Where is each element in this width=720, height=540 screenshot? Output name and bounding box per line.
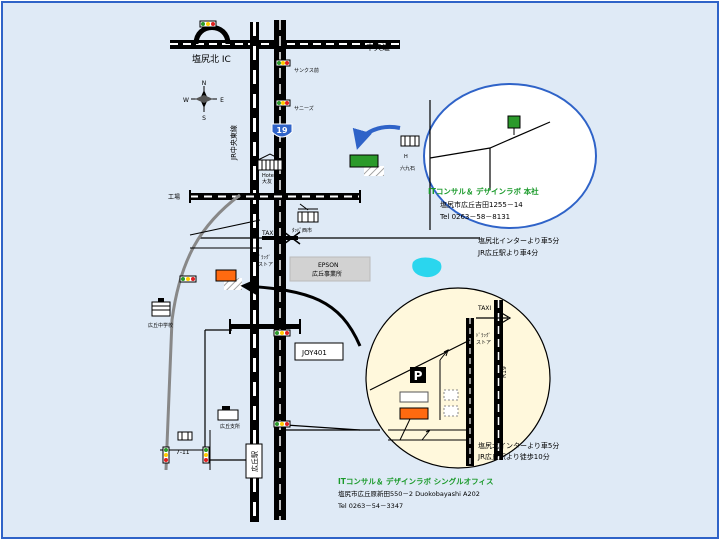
- post-office-label: ﾀｯﾊﾟ西市: [292, 227, 312, 234]
- school-label: 広丘中学校: [148, 322, 173, 329]
- cross-road-lower: [229, 319, 301, 334]
- taxi-detail-label: TAXI: [477, 305, 491, 312]
- taxi-label: TAXI: [261, 230, 275, 237]
- traffic-light-icon: [199, 20, 217, 28]
- traffic-light-icon: [275, 99, 291, 107]
- single-office-address: 塩尻市広丘原新田550－2 Duokobayashi A202: [338, 489, 480, 498]
- route-small-label-detail: R19: [501, 366, 508, 378]
- drugstore-label-2: ストア: [258, 262, 273, 268]
- compass-south: S: [202, 115, 206, 122]
- zoom-arrow-icon: [352, 125, 401, 150]
- hotel-icon: [257, 153, 283, 171]
- hotel-label-2: 大友: [262, 178, 272, 185]
- station-label: 広丘駅: [250, 451, 259, 472]
- traffic-light-icon: [179, 275, 197, 283]
- hq-building-icon: [349, 154, 379, 168]
- landmark-sunkus: サンクス前: [294, 67, 319, 74]
- hq-direction-line-2: JR広丘駅より車4分: [477, 248, 538, 257]
- route-small-label-main: R19: [280, 256, 288, 270]
- landmark-seven: サニーズ: [294, 105, 314, 112]
- traffic-light-icon: [273, 329, 291, 337]
- crossing-icon: [283, 231, 301, 245]
- single-direction-line-1: 塩尻北インターより車5分: [478, 441, 559, 450]
- single-office-tel: Tel 0263－54－3347: [337, 502, 403, 510]
- hq-tel: Tel 0263－58－8131: [439, 213, 510, 221]
- inset-pointer-arrow-icon: [240, 277, 362, 347]
- parking-label: P: [414, 369, 423, 383]
- joy-box: [294, 342, 344, 361]
- hotel-small-icon: [400, 135, 420, 147]
- convenience-store-icon: [177, 431, 193, 441]
- compass-north: N: [202, 80, 207, 87]
- east-west-dashed-road: [189, 190, 361, 203]
- station-hall-icon: [217, 406, 239, 421]
- compass-east: E: [220, 97, 224, 104]
- traffic-light-icon: [162, 446, 170, 464]
- school-icon: [151, 298, 171, 317]
- jr-railway: [250, 22, 259, 522]
- factory-label: 工場: [168, 193, 180, 201]
- route-19-shield-icon: 19: [271, 123, 293, 138]
- epson-label: EPSON: [318, 262, 338, 269]
- single-office-name: ITコンサル＆ デザインラボ シングルオフィス: [338, 476, 493, 486]
- station-hall-label: 広丘支所: [220, 423, 240, 430]
- single-office-marker: [215, 269, 237, 282]
- post-office-icon: [297, 208, 319, 223]
- route-shield-label: 19: [276, 126, 288, 135]
- hq-area-marker: H: [404, 154, 408, 160]
- hq-inset: [423, 83, 597, 230]
- interchange-label: 塩尻北 IC: [192, 53, 231, 65]
- pond-shape: [412, 257, 442, 278]
- drugstore-detail-label: ﾄﾞﾗｯｸﾞ: [476, 332, 491, 339]
- epson-building: [289, 256, 371, 282]
- highway-label: 中央道: [366, 42, 390, 52]
- hq-name: ITコンサル＆ デザインラボ 本社: [428, 186, 539, 196]
- hq-building-shadow: [364, 166, 384, 176]
- jr-line-label: JR中央東線: [229, 125, 238, 161]
- traffic-light-icon: [202, 446, 210, 464]
- hotel-label: Hotel: [262, 173, 275, 179]
- drugstore-detail-label-2: ストア: [476, 340, 491, 346]
- hq-area-label: 六九石: [400, 165, 415, 172]
- joy-label: JOY401: [301, 349, 327, 357]
- compass-icon: N S E W: [183, 80, 224, 122]
- hq-direction-line-1: 塩尻北インターより車5分: [478, 236, 559, 245]
- traffic-light-icon: [275, 59, 291, 67]
- convenience-label: 7-11: [176, 449, 190, 456]
- epson-label-2: 広丘事業所: [312, 270, 342, 278]
- traffic-light-icon: [273, 420, 291, 428]
- compass-west: W: [183, 97, 189, 104]
- drugstore-label: ﾄﾞﾗｯｸﾞ: [256, 254, 271, 261]
- single-direction-line-2: JR広丘駅より徒歩10分: [477, 452, 550, 461]
- single-office-inset: [365, 287, 551, 469]
- station-box: [245, 443, 263, 479]
- hq-address: 塩尻市広丘吉田1255－14: [440, 200, 523, 209]
- curved-side-road: [164, 193, 241, 471]
- parking-icon: P: [410, 367, 426, 383]
